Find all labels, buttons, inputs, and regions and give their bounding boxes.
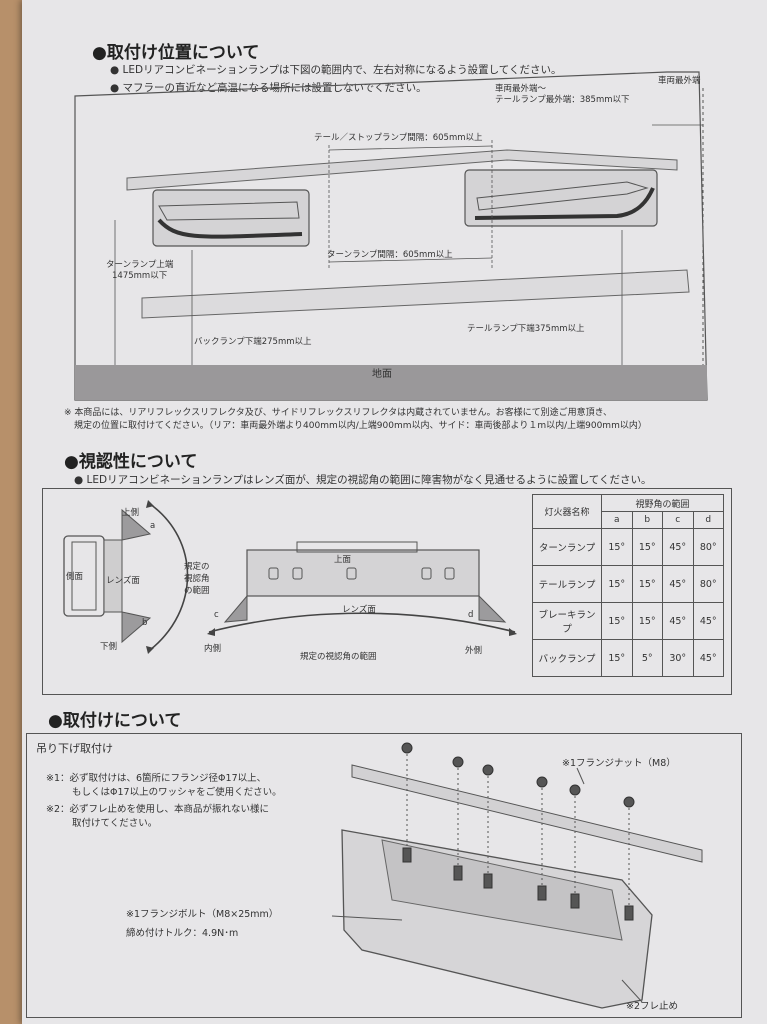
- table-row: バックランプ 15° 5° 30° 45°: [532, 639, 724, 677]
- table-cell: 15°: [631, 602, 663, 640]
- section1-bullet1: ● LEDリアコンビネーションランプは下図の範囲内で、左右対称になるよう設置して…: [110, 64, 562, 76]
- table-cell: 15°: [601, 639, 633, 677]
- table-col-c: c: [662, 511, 694, 529]
- table-cell: 80°: [692, 565, 724, 603]
- mounting-note2-2: 取付けてください。: [72, 818, 158, 829]
- label-tail-bottom: テールランプ下端375mm以上: [467, 324, 585, 334]
- table-cell: 45°: [692, 639, 724, 677]
- side-angle-b: b: [142, 618, 148, 628]
- mounting-note2-1: ※2：必ずフレ止めを使用し、本商品が振れない様に: [46, 804, 270, 815]
- viewing-angle-table: 灯火器名称 視野角の範囲 a b c d ターンランプ 15° 15° 45° …: [532, 494, 724, 677]
- mounting-subtitle: 吊り下げ取付け: [36, 742, 113, 755]
- top-angle-c: c: [214, 610, 219, 620]
- top-outer-label: 外側: [465, 646, 483, 656]
- table-cell: 45°: [662, 565, 694, 603]
- label-vehicle-edge: 車両最外端: [658, 76, 701, 86]
- side-face-label: 側面: [66, 572, 84, 582]
- side-range-1: 規定の: [184, 562, 210, 572]
- label-turn-gap: ターンランプ間隔：605mm以上: [327, 250, 453, 260]
- table-cell: 45°: [692, 602, 724, 640]
- side-upper-label: 上側: [122, 508, 140, 518]
- top-face-label: 上面: [334, 555, 352, 565]
- label-turn-top-1: ターンランプ上端: [106, 260, 174, 270]
- table-row: ブレーキランプ 15° 15° 45° 45°: [532, 602, 724, 640]
- table-cell: 5°: [631, 639, 663, 677]
- visibility-box: [42, 488, 732, 695]
- left-lamp-outline: [152, 189, 310, 247]
- side-range-2: 視認角: [184, 574, 210, 584]
- top-angle-d: d: [468, 610, 474, 620]
- side-view-diagram: [63, 500, 189, 654]
- label-flange-bolt: ※1フランジボルト（M8×25mm）: [126, 909, 279, 920]
- mounting-exploded-diagram: [331, 742, 703, 1009]
- top-range-label: 規定の視認角の範囲: [300, 652, 377, 662]
- label-turn-top-2: 1475mm以下: [112, 271, 168, 281]
- label-tail-stop-gap: テール／ストップランプ間隔：605mm以上: [314, 133, 483, 143]
- section1-heading: ●取付け位置について: [92, 43, 260, 63]
- mounting-box: [26, 733, 742, 1018]
- table-row-name: テールランプ: [532, 565, 602, 603]
- table-cell: 80°: [692, 528, 724, 566]
- side-range-3: の範囲: [184, 586, 210, 596]
- side-lens-label: レンズ面: [106, 576, 140, 586]
- table-cell: 45°: [662, 528, 694, 566]
- label-ground: 地面: [372, 369, 392, 380]
- table-cell: 15°: [601, 565, 633, 603]
- section2-heading: ●視認性について: [64, 452, 198, 472]
- note-reflector-1: ※ 本商品には、リアリフレックスリフレクタ及び、サイドリフレックスリフレクタは内…: [64, 408, 612, 418]
- table-col-a: a: [601, 511, 633, 529]
- table-cell: 15°: [631, 528, 663, 566]
- table-cell: 45°: [662, 602, 694, 640]
- table-col-d: d: [692, 511, 724, 529]
- table-header-range: 視野角の範囲: [601, 494, 724, 512]
- table-cell: 15°: [601, 602, 633, 640]
- table-row-name: ブレーキランプ: [532, 602, 602, 640]
- table-header-name: 灯火器名称: [532, 494, 602, 529]
- top-view-diagram: [207, 541, 517, 636]
- section2-bullet: ● LEDリアコンビネーションランプはレンズ面が、規定の視認角の範囲に障害物がな…: [74, 474, 652, 486]
- mounting-position-diagram: [74, 71, 708, 401]
- instruction-sheet: ●取付け位置について ● LEDリアコンビネーションランプは下図の範囲内で、左右…: [22, 0, 767, 1024]
- note-reflector-2: 規定の位置に取付けてください。（リア：車両最外端より400mm以内/上端900m…: [74, 421, 647, 431]
- label-flange-nut: ※1フランジナット（M8）: [562, 758, 676, 769]
- mounting-note1-2: もしくはΦ17以上のワッシャをご使用ください。: [72, 787, 282, 798]
- table-row-name: ターンランプ: [532, 528, 602, 566]
- table-col-b: b: [631, 511, 663, 529]
- ground-strip: [75, 365, 707, 400]
- table-cell: 15°: [601, 528, 633, 566]
- table-row-name: バックランプ: [532, 639, 602, 677]
- section3-heading: ●取付けについて: [48, 711, 182, 731]
- side-lower-label: 下側: [100, 642, 118, 652]
- side-angle-a: a: [150, 521, 156, 531]
- top-lens-label: レンズ面: [342, 605, 376, 615]
- label-outer-1: 車両最外端～: [495, 84, 547, 94]
- label-outer-2: テールランプ最外端：385mm以下: [495, 95, 630, 105]
- top-inner-label: 内側: [204, 644, 222, 654]
- table-row: テールランプ 15° 15° 45° 80°: [532, 565, 724, 603]
- label-brace: ※2フレ止め: [626, 1001, 679, 1012]
- table-row: ターンランプ 15° 15° 45° 80°: [532, 528, 724, 566]
- mounting-note1-1: ※1：必ず取付けは、6箇所にフランジ径Φ17以上、: [46, 773, 267, 784]
- label-torque: 締め付けトルク：4.9N･m: [126, 928, 239, 939]
- table-cell: 15°: [631, 565, 663, 603]
- label-back-bottom: バックランプ下端275mm以上: [194, 337, 312, 347]
- table-cell: 30°: [662, 639, 694, 677]
